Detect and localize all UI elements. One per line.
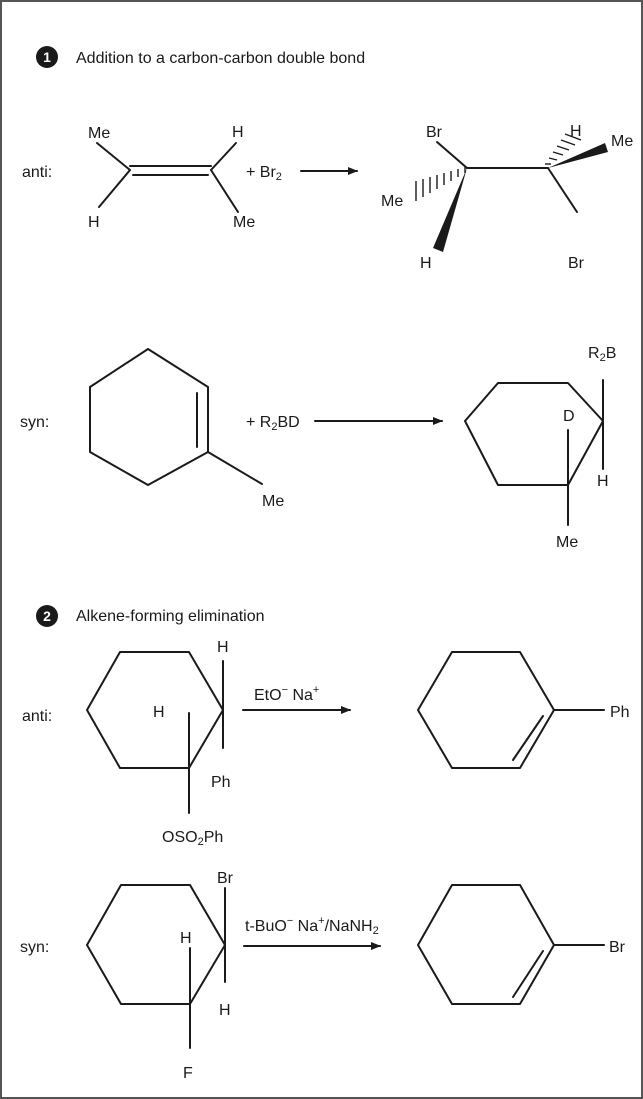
reagent-br2: + Br2 <box>246 164 282 183</box>
alkene-me-bottom-right: Me <box>233 214 255 231</box>
section-1-anti-product: Br Me H H Me Br <box>381 123 633 272</box>
section-2-anti-starting-material: H H Ph OSO2Ph <box>86 639 231 848</box>
section-2-syn-reaction: syn: Br H H F t-BuO− Na+/NaNH2 Br <box>20 870 626 1082</box>
section-2-anti-product: Ph <box>417 651 630 769</box>
syn-product-h: H <box>597 473 609 490</box>
section-1-number-badge <box>36 46 58 68</box>
section-1-syn-reaction: syn: Me + R2BD R2B D H Me <box>20 345 616 551</box>
section-2-syn-starting-material: Br H H F <box>86 870 234 1082</box>
section-1-header: 1 Addition to a carbon-carbon double bon… <box>36 46 365 68</box>
section-2-number-badge <box>36 605 58 627</box>
section-1-anti-reaction: anti: Me H H Me + Br2 <box>22 123 633 272</box>
reagent-tbuo-na-nanh2: t-BuO− Na+/NaNH2 <box>245 915 379 937</box>
product-br-top: Br <box>426 124 443 141</box>
product-me-right: Me <box>611 133 633 150</box>
anti-product-ph: Ph <box>610 704 630 721</box>
section-2-title: Alkene-forming elimination <box>76 608 265 625</box>
product-h-top-right: H <box>570 123 582 140</box>
reagent-r2bd: + R2BD <box>246 414 300 433</box>
section-1-syn-methylcyclohexene: Me <box>89 348 284 510</box>
alkene-h-bottom-left: H <box>88 214 100 231</box>
section-2-anti-label: anti: <box>22 708 52 725</box>
section-2-number: 2 <box>43 608 51 624</box>
syn-sm-br: Br <box>217 870 234 887</box>
section-1-anti-alkene: Me H H Me <box>88 124 255 231</box>
anti-sm-h-inner: H <box>153 704 165 721</box>
section-2-header: 2 Alkene-forming elimination <box>36 605 265 627</box>
anti-sm-oso2ph: OSO2Ph <box>162 829 223 848</box>
section-2-syn-label: syn: <box>20 939 49 956</box>
product-h-bottom-left: H <box>420 255 432 272</box>
section-1-syn-product: R2B D H Me <box>464 345 616 551</box>
section-2-anti-reaction: anti: H H Ph OSO2Ph EtO− Na+ Ph <box>22 639 630 848</box>
syn-sm-f: F <box>183 1065 193 1082</box>
syn-product-br: Br <box>609 939 626 956</box>
product-br-bottom: Br <box>568 255 585 272</box>
section-1-number: 1 <box>43 49 51 65</box>
syn-sm-h-inner: H <box>180 930 192 947</box>
section-1-anti-label: anti: <box>22 164 52 181</box>
section-1-syn-label: syn: <box>20 414 49 431</box>
reagent-eto-na: EtO− Na+ <box>254 684 319 704</box>
anti-sm-h-top: H <box>217 639 229 656</box>
alkene-h-top-right: H <box>232 124 244 141</box>
syn-product-me: Me <box>556 534 578 551</box>
syn-product-r2b: R2B <box>588 345 616 364</box>
anti-sm-ph: Ph <box>211 774 231 791</box>
product-me-left: Me <box>381 193 403 210</box>
syn-sm-h-bottom: H <box>219 1002 231 1019</box>
alkene-me-top-left: Me <box>88 125 110 142</box>
section-1-title: Addition to a carbon-carbon double bond <box>76 50 365 67</box>
syn-product-d: D <box>563 408 575 425</box>
section-2-syn-product: Br <box>417 884 626 1005</box>
syn-sm-me: Me <box>262 493 284 510</box>
